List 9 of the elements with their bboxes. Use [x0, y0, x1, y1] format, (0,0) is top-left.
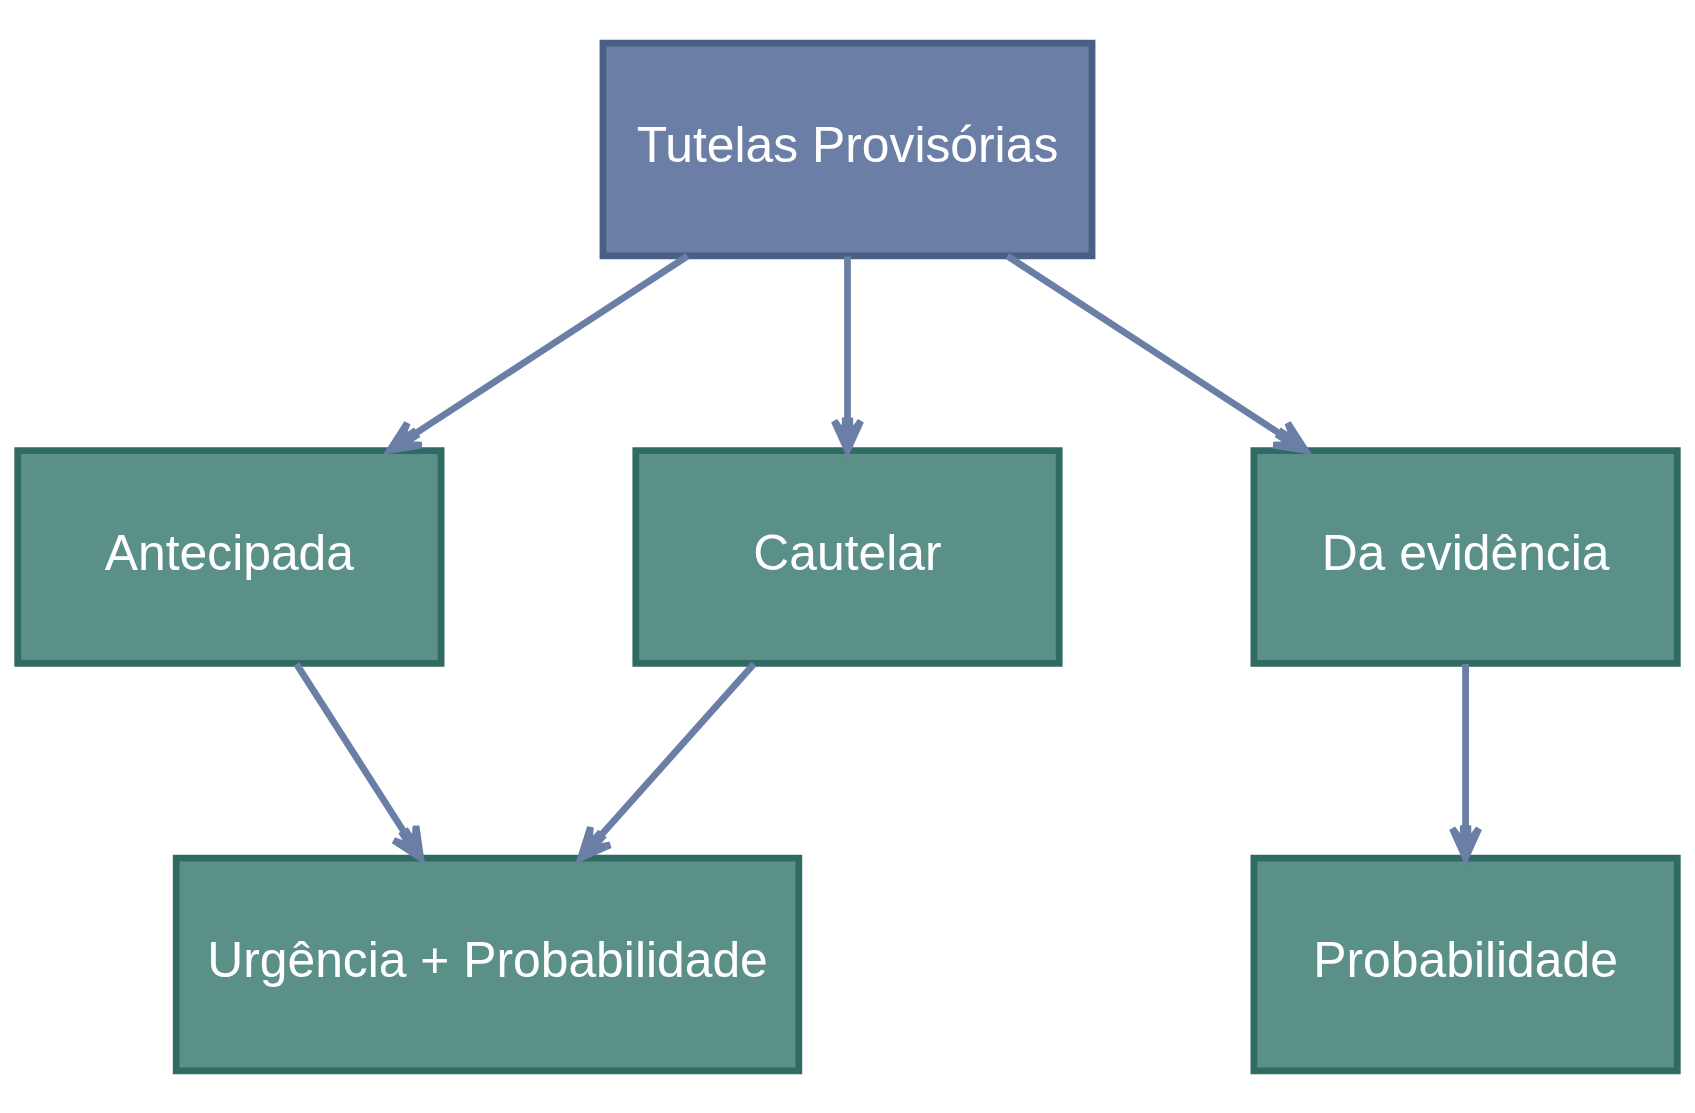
node-box: Antecipada	[14, 446, 445, 667]
node-box: Da evidência	[1250, 446, 1681, 667]
node-box: Cautelar	[632, 446, 1063, 667]
node-box: Tutelas Provisórias	[599, 39, 1096, 259]
arrow	[1005, 252, 1309, 454]
node-box: Probabilidade	[1250, 854, 1681, 1074]
node-box: Urgência + Probabilidade	[172, 854, 803, 1074]
arrow	[577, 661, 757, 861]
arrow	[386, 252, 690, 454]
